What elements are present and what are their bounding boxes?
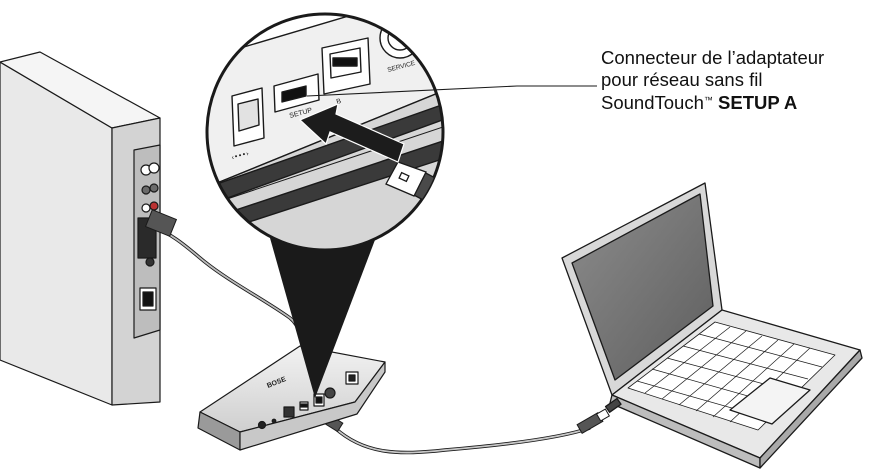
trademark-symbol: ™ [703, 95, 713, 105]
callout-line-1: Connecteur de l’adaptateur [601, 47, 825, 68]
usb-plug-laptop-icon [576, 408, 611, 435]
setup-b-label: B [336, 98, 343, 106]
laptop-icon [561, 182, 863, 469]
adapter-connector-callout: Connecteur de l’adaptateur pour réseau s… [601, 47, 824, 114]
callout-port-name: SETUP A [718, 92, 798, 113]
callout-line-2: pour réseau sans fil [601, 68, 763, 90]
callout-leader-line [306, 85, 597, 97]
zoom-funnel-icon [270, 232, 378, 398]
insertion-arrow-icon [298, 103, 405, 163]
usb-cable-icon [333, 426, 591, 455]
callout-line-3: SoundTouch™ SETUP A [601, 90, 824, 114]
zoom-magnifier-icon [205, 12, 445, 252]
speaker-console-icon [0, 51, 161, 406]
setup-adapter-module-icon [197, 345, 386, 451]
callout-product-name: SoundTouch [601, 92, 704, 113]
